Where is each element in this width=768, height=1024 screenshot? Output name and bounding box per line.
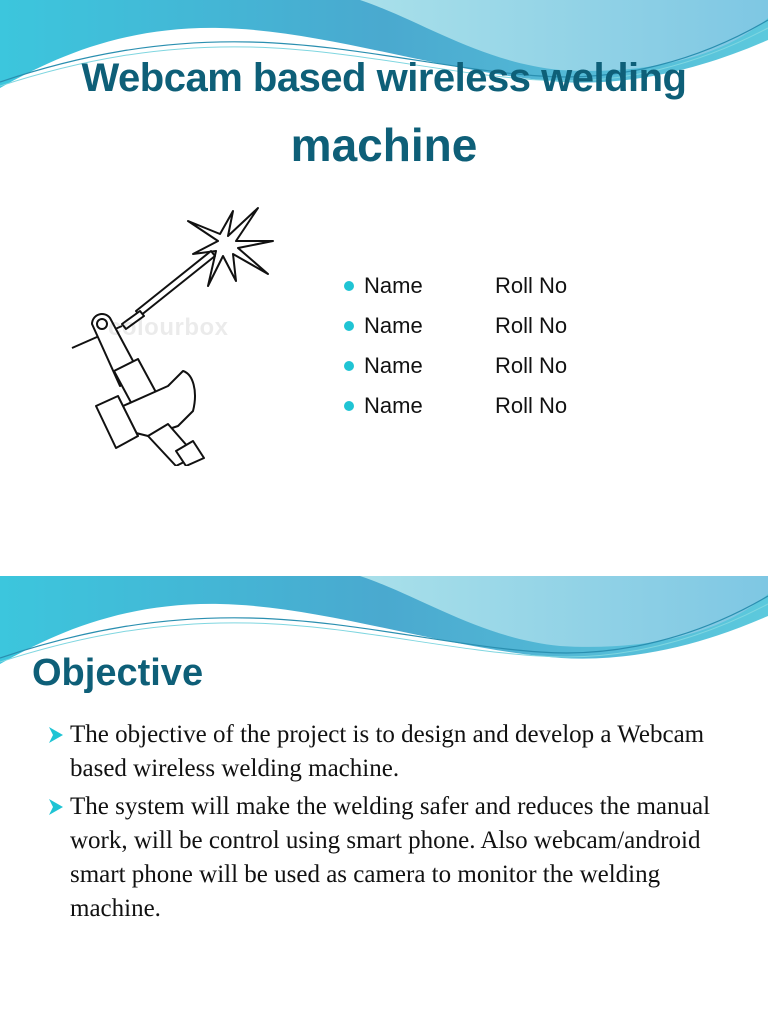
bullet-dot-icon bbox=[344, 361, 354, 371]
bullet-text: The system will make the welding safer a… bbox=[70, 793, 711, 922]
member-name: Name bbox=[364, 393, 423, 418]
member-item: Name Roll No bbox=[340, 306, 567, 346]
member-name: Name bbox=[364, 353, 423, 378]
team-member-list: Name Roll No Name Roll No Name Roll No N… bbox=[340, 266, 567, 426]
header-wave-decoration bbox=[0, 0, 768, 88]
member-roll-no: Roll No bbox=[495, 353, 568, 378]
objective-bullet-list: The objective of the project is to desig… bbox=[48, 718, 728, 930]
member-item: Name Roll No bbox=[340, 386, 567, 426]
objective-bullet: The objective of the project is to desig… bbox=[48, 718, 728, 786]
arrow-bullet-icon bbox=[49, 799, 63, 815]
image-watermark: colourbox bbox=[108, 314, 229, 341]
member-name: Name bbox=[364, 273, 423, 298]
bullet-text: The objective of the project is to desig… bbox=[70, 721, 705, 782]
objective-bullet: The system will make the welding safer a… bbox=[48, 790, 728, 926]
member-roll-no: Roll No bbox=[495, 273, 568, 298]
member-roll-no: Roll No bbox=[495, 393, 568, 418]
member-item: Name Roll No bbox=[340, 346, 567, 386]
slide-title-line1: Webcam based wireless welding bbox=[81, 56, 688, 100]
welding-torch-hand-icon bbox=[71, 207, 274, 466]
title-slide: Webcam based wireless welding machine co… bbox=[0, 0, 768, 466]
bullet-dot-icon bbox=[344, 281, 354, 291]
slide-title: Objective bbox=[32, 652, 204, 694]
arrow-bullet-icon bbox=[49, 727, 63, 743]
objective-slide: Objective The objective of the project i… bbox=[0, 576, 768, 1024]
bullet-dot-icon bbox=[344, 321, 354, 331]
header-wave-decoration bbox=[0, 576, 768, 664]
bullet-dot-icon bbox=[344, 401, 354, 411]
member-item: Name Roll No bbox=[340, 266, 567, 306]
member-roll-no: Roll No bbox=[495, 313, 568, 338]
slide-title-line2: machine bbox=[290, 119, 478, 171]
member-name: Name bbox=[364, 313, 423, 338]
